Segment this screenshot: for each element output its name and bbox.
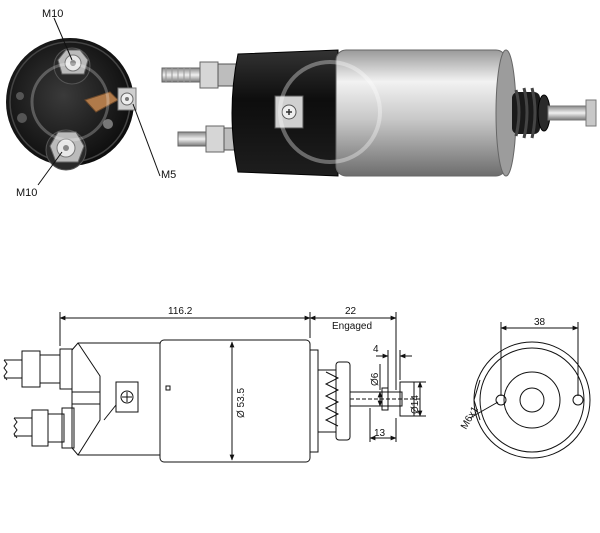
dim-stroke-note: Engaged: [332, 321, 372, 332]
leader-m10-top: [53, 17, 73, 61]
plunger-spring: [512, 87, 597, 139]
drawing-end-view: [469, 322, 591, 459]
photo-end-view: [6, 38, 137, 171]
dim-shaft-diameter: Ø6: [370, 372, 381, 386]
solenoid-body: [335, 49, 507, 177]
end-cap-body: [6, 38, 134, 166]
dim-pin: 4: [373, 344, 379, 355]
top-terminal-m10: [53, 47, 91, 85]
drawing-bracket: [115, 381, 139, 413]
dim-end-length: 13: [374, 428, 386, 439]
side-view-dimensions: [59, 312, 426, 461]
dim-stroke: 22: [345, 306, 357, 317]
dim-thread: M6x1: [459, 404, 481, 431]
stud-top: [161, 61, 241, 89]
mount-hole-right: [572, 394, 584, 406]
label-m10-top: M10: [42, 8, 63, 20]
dim-end-diameter: Ø14: [410, 395, 421, 414]
drawing-body: [159, 339, 311, 463]
drawing-stud-bottom: [13, 407, 75, 449]
photo-side-view: [161, 49, 597, 177]
dim-body-diameter: Ø 53.5: [236, 388, 247, 418]
label-m10-bottom: M10: [16, 187, 37, 199]
end-inner-circle: [503, 371, 561, 429]
label-m5: M5: [161, 169, 176, 181]
drawing-side-view: [3, 339, 420, 463]
leader-m10-bottom: [37, 151, 63, 186]
leader-m5: [132, 103, 161, 177]
drawing-stud-top: [3, 348, 73, 390]
small-terminal-m5: [117, 87, 137, 111]
dim-overall-length: 116.2: [168, 306, 193, 317]
dim-mount-spacing: 38: [534, 317, 546, 328]
drawing-spring: [324, 371, 340, 427]
